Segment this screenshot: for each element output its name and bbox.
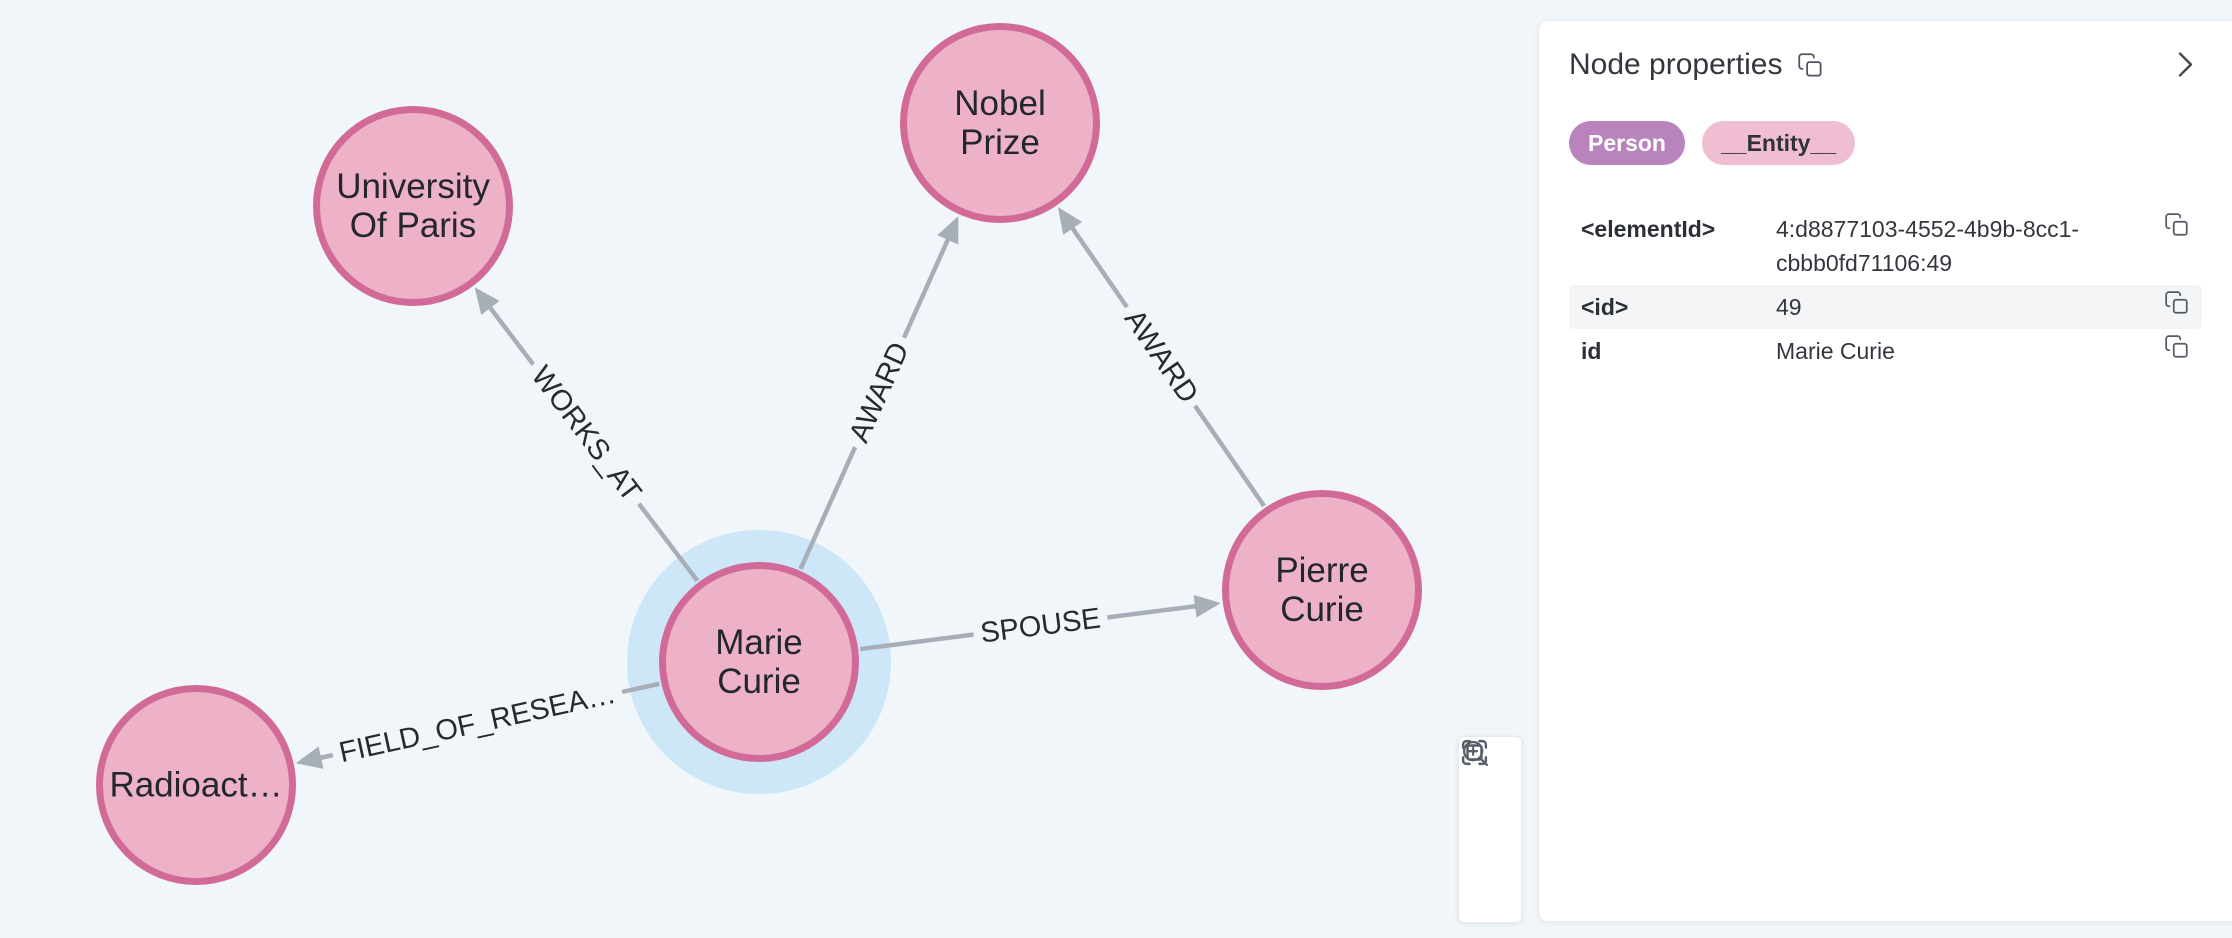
property-row-elementid: <elementId> 4:d8877103-4552-4b9b-8cc1-cbb…: [1569, 207, 2202, 285]
collapse-panel-button[interactable]: [2169, 49, 2200, 80]
node-properties-panel: Node properties Person __Entity__ <elemen…: [1538, 20, 2232, 922]
copy-icon: [1797, 52, 1824, 79]
node-label-badge-person: Person: [1569, 121, 1685, 165]
copy-all-properties-button[interactable]: [1797, 52, 1824, 79]
property-row-id: <id> 49: [1569, 285, 2202, 329]
relationship-award[interactable]: AWARD: [1057, 206, 1266, 508]
property-value: Marie Curie: [1776, 338, 1895, 364]
copy-icon: [2165, 213, 2188, 236]
zoom-toolbar: [1458, 736, 1522, 923]
relationship-caption: FIELD_OF_RESEA…: [336, 678, 618, 769]
property-key: id: [1581, 338, 1602, 364]
relationship-caption: WORKS_AT: [525, 360, 648, 508]
copy-property-button[interactable]: [2164, 334, 2190, 360]
relationship-caption: AWARD: [1118, 304, 1204, 409]
relationship-spouse[interactable]: SPOUSE: [859, 594, 1221, 653]
copy-icon: [2165, 335, 2188, 358]
relationship-field-of-resea[interactable]: FIELD_OF_RESEA…: [295, 674, 660, 773]
node-caption: Radioact…: [109, 766, 282, 805]
chevron-right-icon: [2169, 49, 2200, 80]
relationship-award[interactable]: AWARD: [798, 216, 959, 570]
node-label-badges: Person __Entity__: [1569, 121, 2202, 165]
property-row-id: id Marie Curie: [1569, 329, 2202, 373]
property-key: <elementId>: [1581, 216, 1716, 242]
node-label-badge-entity: __Entity__: [1701, 121, 1856, 165]
property-value: 49: [1776, 294, 1802, 320]
panel-header: Node properties: [1569, 47, 2202, 83]
copy-property-button[interactable]: [2164, 290, 2190, 316]
panel-title: Node properties: [1569, 48, 1783, 81]
property-key: <id>: [1581, 294, 1629, 320]
relationship-caption: AWARD: [843, 338, 915, 448]
property-value: 4:d8877103-4552-4b9b-8cc1-cbbb0fd71106:4…: [1776, 216, 2080, 276]
copy-property-button[interactable]: [2164, 212, 2190, 238]
graph-node-radioactivity[interactable]: Radioact…: [96, 685, 296, 885]
relationship-works-at[interactable]: WORKS_AT: [474, 287, 700, 583]
copy-icon: [2165, 291, 2188, 314]
properties-table: <elementId> 4:d8877103-4552-4b9b-8cc1-cbb…: [1569, 207, 2202, 373]
